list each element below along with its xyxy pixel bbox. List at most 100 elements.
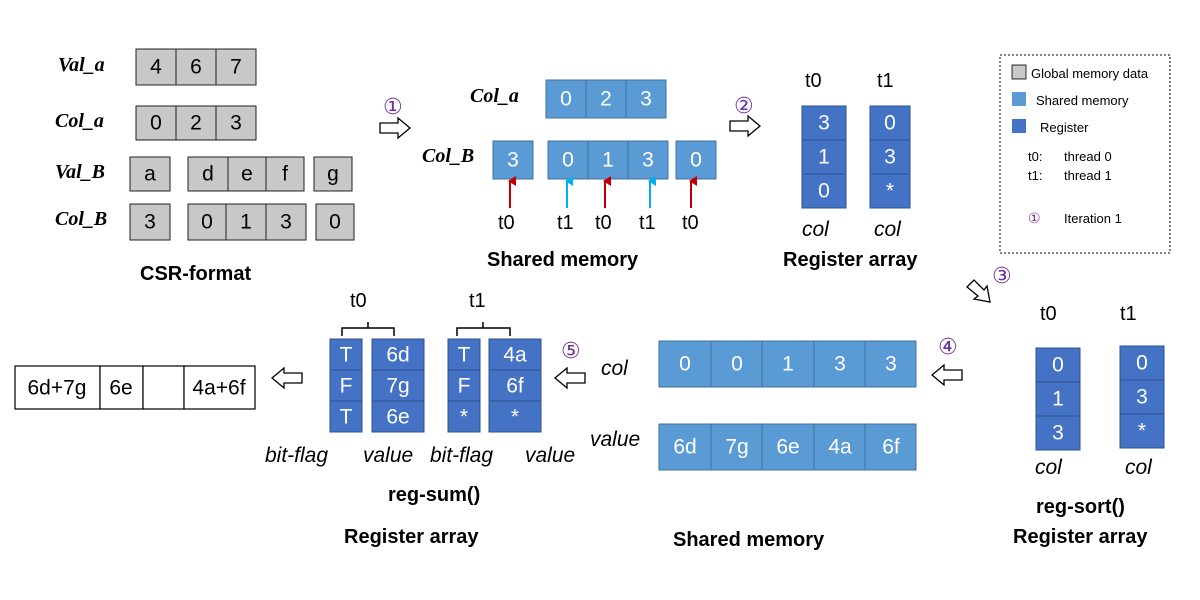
val-a-value: 7: [230, 56, 242, 79]
col-a-cell: [175, 105, 217, 141]
val-b-cell: [227, 156, 267, 192]
col-a-value: 2: [190, 112, 202, 135]
reg3-t0-value: 6e: [386, 406, 409, 429]
register-array-1: t0 t1 3 1 0 0 3 * col col Register array: [783, 70, 918, 271]
shared2-col-value: 0: [679, 353, 691, 376]
col-b-value: 0: [201, 211, 213, 234]
shared2-value-cell: [761, 423, 815, 471]
reg3-t1-label: t1: [469, 290, 486, 312]
legend-t0-value: thread 0: [1064, 149, 1112, 164]
result-value: 6d+7g: [28, 377, 87, 400]
shared1-col-a-label: Col_a: [470, 85, 519, 107]
val-b-value: f: [282, 163, 288, 186]
col-b-value: 0: [329, 211, 341, 234]
reg3-t1-value-cell: [488, 338, 542, 371]
shared1-col-a-cell: [545, 79, 587, 119]
reg1-t0-label: t0: [805, 70, 822, 92]
shared2-col-value: 3: [885, 353, 897, 376]
step-4: ④: [930, 335, 963, 387]
shared2-caption: Shared memory: [673, 529, 825, 551]
legend-iteration-symbol: ①: [1028, 211, 1041, 227]
shared2-value-value: 4a: [828, 436, 852, 459]
reg3-t0-value: 6d: [386, 344, 409, 367]
reg3-t1-flag-cell: [447, 369, 481, 402]
shared-memory-1: Col_a 0 2 3 Col_B 3 0 1 3 0 t0 t1 t0 t1 …: [422, 79, 717, 271]
reg2-col-label: col: [1125, 456, 1153, 479]
reg1-t1-value: *: [886, 180, 894, 203]
result-cell: [183, 365, 256, 410]
shared1-col-b-cell: [547, 140, 589, 180]
reg2-t0-label: t0: [1040, 303, 1057, 325]
bracket-icon: [456, 322, 511, 336]
reg3-value-label: value: [363, 444, 413, 467]
legend-global-swatch: [1011, 64, 1027, 80]
reg3-t0-label: t0: [350, 290, 367, 312]
thread-label: t0: [682, 212, 699, 234]
legend-register-text: Register: [1040, 120, 1089, 135]
reg1-t1-value: 0: [884, 112, 896, 135]
shared2-col-label: col: [601, 357, 629, 380]
shared2-value-value: 6e: [776, 436, 799, 459]
shared2-col-cell: [864, 340, 917, 388]
result-cell: [14, 365, 101, 410]
step-number: ③: [992, 264, 1012, 289]
col-a-value: 0: [150, 112, 162, 135]
legend-t1-key: t1:: [1028, 168, 1042, 183]
shared1-col-a-value: 2: [600, 88, 612, 111]
reg3-t0-value: 7g: [386, 375, 409, 398]
shared2-col-cell: [710, 340, 763, 388]
reg1-t0-cell: [801, 105, 847, 141]
shared1-col-b-value: 1: [602, 149, 614, 172]
reg3-bitflag-label: bit-flag: [265, 444, 328, 467]
shared2-col-cell: [658, 340, 712, 388]
legend-iteration-text: Iteration 1: [1064, 211, 1122, 226]
reg2-t1-cell: [1119, 413, 1165, 449]
reg3-t0-flag-cell: [329, 369, 363, 402]
reg1-t1-cell: [869, 139, 911, 175]
val-b-cell: [129, 156, 171, 192]
reg1-t0-value: 3: [818, 112, 830, 135]
val-b-value: g: [327, 163, 339, 186]
hollow-arrow-left-icon: [553, 366, 586, 390]
reg3-t0-flag-cell: [329, 338, 363, 371]
reg3-t0-flag: T: [340, 406, 353, 429]
reg2-t1-label: t1: [1120, 303, 1137, 325]
reg2-caption-func: reg-sort(): [1036, 496, 1125, 518]
shared2-value-value: 6d: [673, 436, 696, 459]
shared1-col-b-cell: [492, 140, 534, 180]
shared2-col-value: 0: [731, 353, 743, 376]
reg1-t0-cell: [801, 139, 847, 175]
shared-memory-2: col 0 0 1 3 3 value 6d 7g 6e 4a 6f Share…: [590, 340, 917, 551]
shared1-col-a-value: 3: [640, 88, 652, 111]
shared1-col-b-cell: [675, 140, 717, 180]
shared1-col-a-cell: [585, 79, 627, 119]
col-a-value: 3: [230, 112, 242, 135]
shared1-col-b-label: Col_B: [422, 145, 474, 167]
legend-shared-text: Shared memory: [1036, 93, 1129, 108]
legend-box: [999, 54, 1171, 254]
csr-caption: CSR-format: [140, 263, 251, 285]
register-array-3: t0 t1 T F T 6d 7g 6e T F * 4a 6f * bit-f…: [265, 290, 575, 548]
shared1-col-a-value: 0: [560, 88, 572, 111]
val-a-value: 6: [190, 56, 202, 79]
reg2-t1-value: *: [1138, 420, 1146, 443]
step-number: ④: [938, 335, 958, 360]
reg3-t0-flag-cell: [329, 400, 363, 433]
thread-label: t1: [639, 212, 656, 234]
legend-t1-value: thread 1: [1064, 168, 1112, 183]
reg3-t0-flag: F: [340, 375, 353, 398]
val-a-value: 4: [150, 56, 162, 79]
csr-format: Val_a Col_a Val_B Col_B 4 6 7 0 2 3: [55, 48, 355, 285]
reg1-col-label: col: [802, 218, 830, 241]
reg2-t1-value: 3: [1136, 386, 1148, 409]
legend-t0-key: t0:: [1028, 149, 1042, 164]
result-value: 4a+6f: [192, 377, 245, 400]
col-a-label: Col_a: [55, 110, 104, 132]
reg3-t1-value-cell: [488, 400, 542, 433]
thread-label: t0: [498, 212, 515, 234]
legend: Global memory data Shared memory Registe…: [999, 54, 1171, 254]
shared1-col-b-value: 3: [642, 149, 654, 172]
col-b-row: 3 0 1 3 0: [129, 203, 355, 241]
col-b-cell: [187, 203, 227, 241]
